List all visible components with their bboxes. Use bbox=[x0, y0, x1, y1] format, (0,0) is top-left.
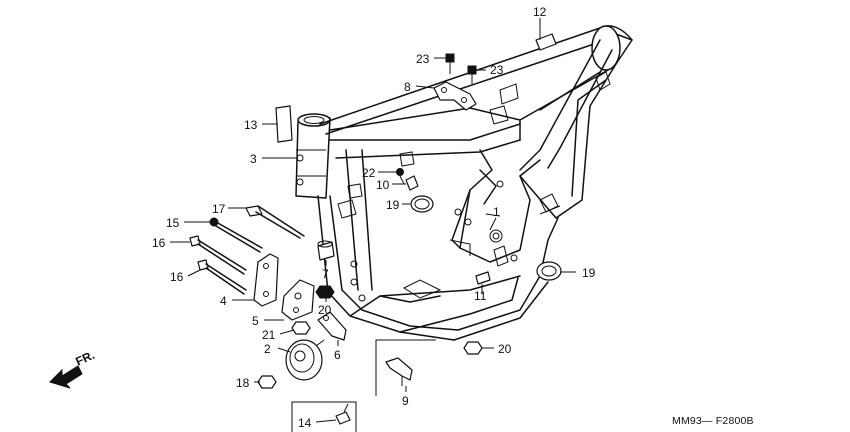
callout-20-lower: 20 bbox=[498, 342, 512, 356]
front-direction-arrow: FR. bbox=[49, 348, 97, 389]
callout-10: 10 bbox=[376, 178, 390, 192]
callout-23-right: 23 bbox=[490, 63, 504, 77]
callout-20-upper: 20 bbox=[318, 303, 332, 317]
callout-15: 15 bbox=[166, 216, 180, 230]
callout-9: 9 bbox=[402, 394, 409, 408]
callout-7: 7 bbox=[322, 267, 329, 281]
callout-8: 8 bbox=[404, 80, 411, 94]
part-20-nut-upper bbox=[315, 285, 335, 299]
callout-16-lower: 16 bbox=[170, 270, 184, 284]
callout-16-upper: 16 bbox=[152, 236, 166, 250]
callout-19-upper: 19 bbox=[386, 198, 400, 212]
part-19-cap-lower bbox=[536, 261, 562, 281]
part-22-bolt bbox=[396, 168, 405, 185]
part-6-horn-bracket bbox=[317, 311, 347, 341]
main-frame-body bbox=[295, 25, 633, 341]
part-14-bolt bbox=[335, 403, 351, 425]
part-1-pivot-collar bbox=[485, 213, 501, 217]
part-16-bolt-upper bbox=[189, 235, 247, 275]
part-18-nut bbox=[257, 375, 277, 389]
callout-21: 21 bbox=[262, 328, 276, 342]
part-23-bolt-right bbox=[467, 65, 477, 84]
part-19-cap-upper bbox=[410, 195, 434, 213]
front-direction-label: FR. bbox=[73, 348, 96, 369]
callout-6: 6 bbox=[334, 348, 341, 362]
part-5-bracket bbox=[281, 279, 315, 321]
part-12-frame-label bbox=[535, 33, 557, 51]
part-13-head-pipe-sticker bbox=[275, 105, 293, 143]
callout-19-lower: 19 bbox=[582, 266, 596, 280]
callout-5: 5 bbox=[252, 314, 259, 328]
callout-17: 17 bbox=[212, 202, 226, 216]
part-10-clip bbox=[405, 175, 419, 191]
part-8-bracket bbox=[433, 81, 477, 111]
callout-13: 13 bbox=[244, 118, 258, 132]
part-9-bracket bbox=[385, 357, 413, 386]
figure-code: MM93— F2800B bbox=[672, 415, 754, 427]
part-23-bolt-left bbox=[445, 53, 455, 74]
callout-12: 12 bbox=[533, 5, 547, 19]
leader-lines bbox=[170, 18, 576, 423]
part-17-long-bolt bbox=[245, 205, 305, 239]
group-bracket-14 bbox=[291, 401, 357, 432]
part-20-nut-lower bbox=[463, 341, 483, 355]
part-7-collar bbox=[317, 240, 335, 261]
part-16-bolt-lower bbox=[197, 259, 247, 295]
callout-4: 4 bbox=[220, 294, 227, 308]
callout-3: 3 bbox=[250, 152, 257, 166]
part-15-bolt bbox=[209, 217, 263, 253]
part-11-lower-label bbox=[475, 271, 491, 285]
part-4-hanger-plate bbox=[253, 253, 279, 307]
callout-23-left: 23 bbox=[416, 52, 430, 66]
group-bracket-9 bbox=[375, 339, 436, 396]
part-2-horn bbox=[285, 339, 325, 381]
callout-18: 18 bbox=[236, 376, 250, 390]
callout-14: 14 bbox=[298, 416, 312, 430]
callout-11: 11 bbox=[474, 289, 487, 303]
part-21-nut bbox=[291, 321, 311, 335]
callout-1: 1 bbox=[493, 205, 500, 219]
callout-22: 22 bbox=[362, 166, 376, 180]
callout-2: 2 bbox=[264, 342, 271, 356]
